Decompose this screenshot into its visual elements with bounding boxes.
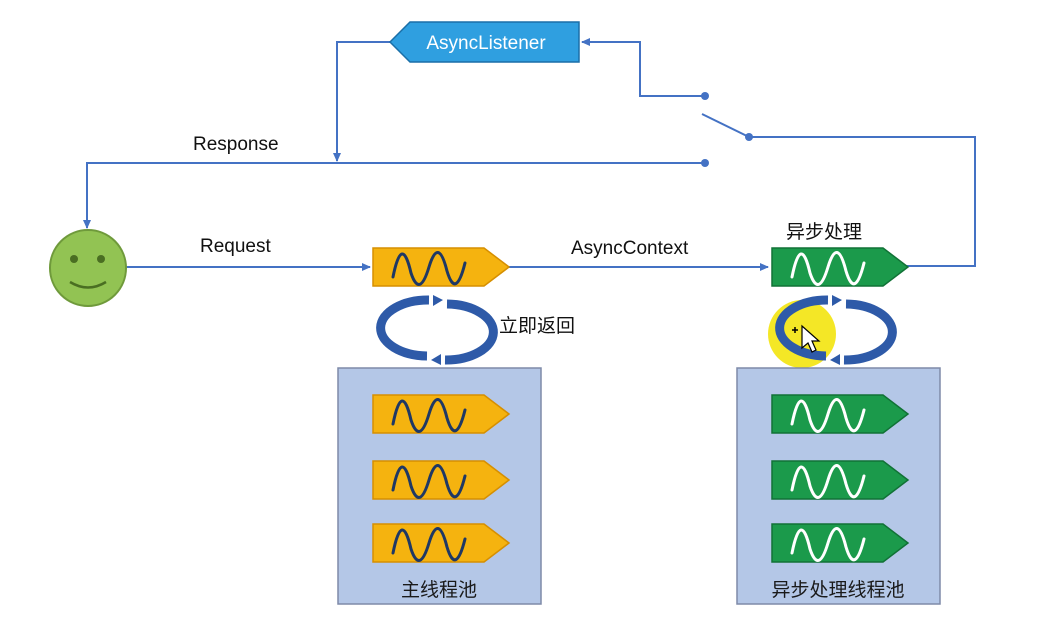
pool-thread-icon [372, 394, 511, 434]
switch-blade [701, 113, 750, 138]
request-label: Request [200, 236, 271, 257]
switch-terminal-top [701, 92, 709, 100]
switch-to-listener-line [581, 38, 705, 97]
async-return-line [749, 136, 976, 267]
connector-lines [83, 38, 976, 271]
pool-thread-icon [771, 394, 910, 434]
async-context-label: AsyncContext [571, 238, 689, 259]
async-listener-label: AsyncListener [426, 33, 546, 54]
async-pool-label: 异步处理线程池 [771, 579, 904, 601]
mouse-cursor-icon [792, 324, 821, 353]
switch-pivot [745, 133, 753, 141]
pool-thread-icon [372, 460, 511, 500]
pool-thread-icon [771, 460, 910, 500]
async-thread-icon [771, 247, 910, 287]
main-thread-icon [372, 247, 511, 287]
return-immediately-label: 立即返回 [499, 315, 575, 337]
async-thread-pool: 异步处理线程池 [736, 367, 941, 605]
async-listener-node: AsyncListener [388, 21, 580, 63]
main-thread-pool: 主线程池 [337, 367, 542, 605]
async-processing-label: 异步处理 [786, 221, 862, 243]
response-label: Response [193, 134, 279, 155]
response-line [83, 162, 705, 229]
client-smiley-icon [49, 229, 127, 307]
pool-thread-icon [771, 523, 910, 563]
pool-thread-icon [372, 523, 511, 563]
circular-arrows-icon [775, 295, 897, 365]
switch-terminal-bottom [701, 159, 709, 167]
main-pool-label: 主线程池 [401, 579, 477, 601]
listener-callback-line [333, 41, 390, 162]
circular-arrows-icon [376, 295, 498, 365]
